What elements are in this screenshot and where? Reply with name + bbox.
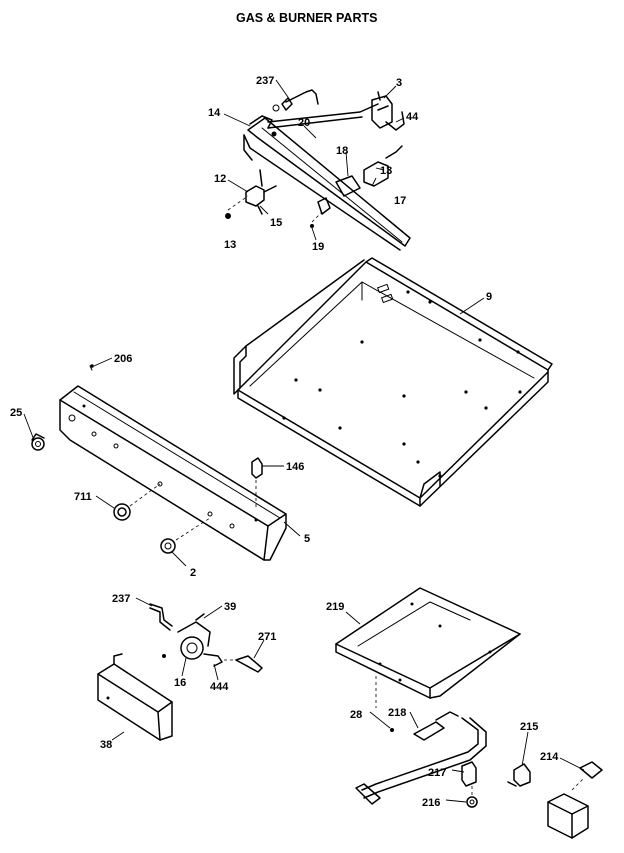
igniter-214 [547, 761, 603, 839]
label-39: 39 [224, 601, 236, 613]
manifold-assembly [225, 89, 411, 251]
part-labels: 237 3 14 20 44 18 13 17 12 15 13 19 9 20… [10, 75, 559, 809]
label-14: 14 [208, 107, 221, 119]
label-219: 219 [326, 601, 344, 613]
label-215: 215 [520, 721, 538, 733]
label-44: 44 [406, 111, 419, 123]
label-13-lower: 13 [224, 239, 236, 251]
label-13-upper: 13 [380, 165, 392, 177]
burner-box [233, 257, 553, 507]
label-216: 216 [422, 797, 440, 809]
label-25: 25 [10, 407, 22, 419]
label-20: 20 [298, 117, 310, 129]
label-28: 28 [350, 709, 362, 721]
label-16: 16 [174, 677, 186, 689]
label-38: 38 [100, 739, 112, 751]
label-17: 17 [394, 195, 406, 207]
label-237-bottom: 237 [112, 593, 130, 605]
label-15: 15 [270, 217, 282, 229]
label-444: 444 [210, 681, 229, 693]
label-237-top: 237 [256, 75, 274, 87]
label-217: 217 [428, 767, 446, 779]
label-19: 19 [312, 241, 324, 253]
heat-shield-219 [335, 587, 521, 708]
label-711: 711 [74, 491, 92, 503]
label-3: 3 [396, 77, 402, 89]
label-12: 12 [214, 173, 226, 185]
label-18: 18 [336, 145, 348, 157]
label-146: 146 [286, 461, 304, 473]
knob-2 [160, 517, 211, 554]
label-2: 2 [190, 567, 196, 579]
valve-assembly [97, 603, 263, 741]
burner-tube [355, 711, 487, 808]
label-5: 5 [304, 533, 310, 545]
electrode-215 [507, 763, 531, 787]
leader-lines [23, 79, 585, 803]
label-271: 271 [258, 631, 276, 643]
knob-25 [31, 433, 45, 451]
label-218: 218 [388, 707, 406, 719]
manifold-panel [59, 364, 287, 561]
label-206: 206 [114, 353, 132, 365]
label-214: 214 [540, 751, 559, 763]
knob-711 [113, 483, 161, 521]
diagram-title: GAS & BURNER PARTS [236, 11, 377, 25]
label-9: 9 [486, 291, 492, 303]
